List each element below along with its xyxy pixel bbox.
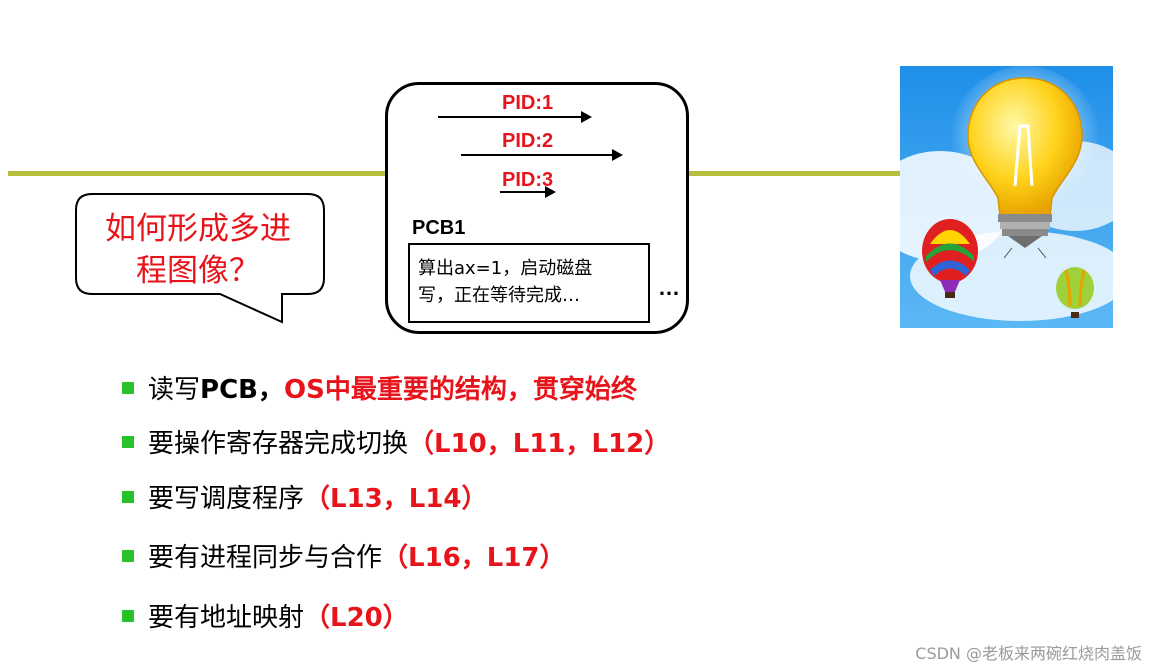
process-diagram-box: PID:1 PID:2 PID:3 PCB1 算出ax=1，启动磁盘 写，正在等… (385, 82, 689, 334)
pcb-title: PCB1 (412, 217, 466, 239)
list-item: 要有进程同步与合作（L16，L17） (122, 538, 566, 578)
bullet-square-icon (122, 381, 134, 394)
bullet-square-icon (122, 435, 134, 448)
bullet-bold: PCB， (200, 375, 284, 405)
bullet-highlight: （L16，L17） (382, 543, 566, 573)
bullet-highlight: OS中最重要的结构，贯穿始终 (283, 375, 637, 405)
pcb-line-1: 算出ax=1，启动磁盘 (418, 258, 593, 279)
balloon-right (1056, 267, 1094, 318)
bullet-text: 要写调度程序 (148, 484, 305, 514)
bubble-question: 如何形成多进 程图像？ (82, 208, 314, 292)
bullet-text: 读写 (148, 375, 201, 405)
more-ellipsis: … (658, 275, 680, 300)
list-item: 要写调度程序（L13，L14） (122, 479, 488, 519)
bullet-highlight: （L13，L14） (304, 484, 488, 514)
bullet-text: 要有地址映射 (148, 603, 305, 633)
list-item: 要有地址映射（L20） (122, 598, 409, 638)
arrow-icon (500, 186, 556, 198)
pid-label-2: PID:2 (502, 130, 554, 152)
bullet-text: 要操作寄存器完成切换 (148, 429, 409, 459)
list-item: 读写PCB，OS中最重要的结构，贯穿始终 (122, 370, 637, 410)
bullet-text: 要有进程同步与合作 (148, 543, 383, 573)
bullet-square-icon (122, 609, 134, 622)
pid-label-1: PID:1 (502, 92, 554, 114)
arrow-icon (461, 149, 623, 161)
bubble-line-1: 如何形成多进 (105, 211, 291, 247)
pcb-content-box: 算出ax=1，启动磁盘 写，正在等待完成… (408, 243, 650, 323)
pcb-line-2: 写，正在等待完成… (418, 285, 580, 306)
lightbulb-balloon-illustration (900, 66, 1113, 328)
arrow-icon (438, 111, 592, 123)
watermark: CSDN @老板来两碗红烧肉盖饭 (915, 644, 1142, 663)
list-item: 要操作寄存器完成切换（L10，L11，L12） (122, 424, 670, 464)
bullet-highlight: （L20） (304, 603, 409, 633)
speech-bubble (75, 193, 325, 324)
bubble-line-2: 程图像？ (136, 253, 260, 289)
bullet-square-icon (122, 490, 134, 503)
balloon-left (922, 219, 978, 298)
bullet-square-icon (122, 549, 134, 562)
bullet-highlight: （L10，L11，L12） (408, 429, 671, 459)
pid-label-3: PID:3 (502, 169, 554, 191)
